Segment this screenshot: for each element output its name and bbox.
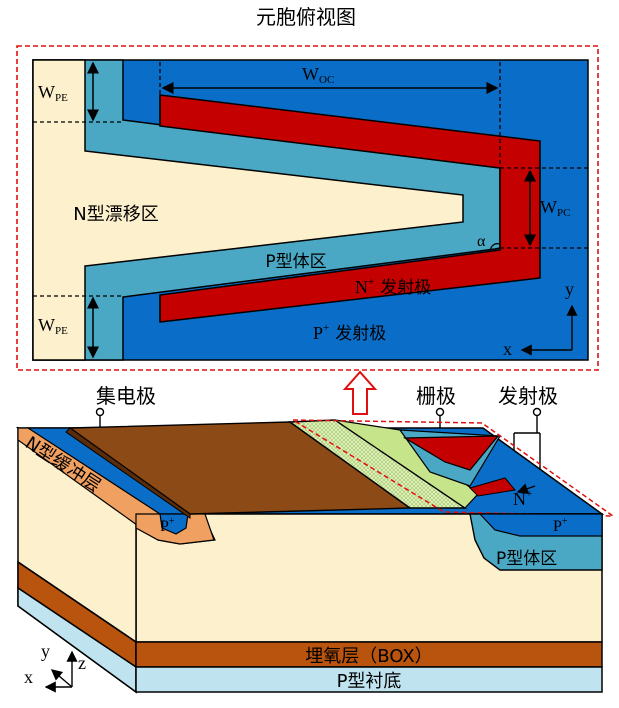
emitter-label: 发射极 (498, 384, 558, 408)
n-drift-label: N型漂移区 (73, 204, 158, 225)
p-body-label: P型体区 (265, 252, 326, 272)
gate-label: 栅极 (416, 384, 456, 408)
emitter-terminal-icon (532, 407, 542, 417)
p-plus-right-label: P+ (553, 516, 568, 535)
top-view-title: 元胞俯视图 (256, 5, 356, 29)
alpha-arc (489, 243, 501, 251)
n-plus-emitter-top (402, 435, 500, 471)
p-plus-left-label: P+ (160, 516, 175, 535)
box-label: 埋氧层（BOX） (305, 646, 432, 667)
p-body-right-label: P型体区 (496, 549, 557, 569)
p-plus-front (478, 513, 603, 537)
w-pe-bottom-label: WPE (38, 315, 68, 337)
axis-x-label: x (24, 667, 33, 687)
n-plus-emitter-front (469, 477, 516, 497)
n-drift-region (32, 59, 464, 361)
top-view-frame (16, 45, 599, 371)
cell-outline (290, 419, 616, 517)
w-pc-label: WPC (540, 197, 570, 219)
view-up-arrow (342, 370, 378, 415)
top-axis-x-label: x (503, 339, 512, 359)
collector-metal-edge (65, 427, 191, 519)
substrate-label: P型衬底 (337, 671, 402, 692)
alpha-label: α (477, 233, 486, 250)
n-plus-emitter-label: N+发射极 (355, 276, 431, 298)
axis-y (50, 669, 73, 688)
n-plus-emitter-region (159, 94, 541, 323)
gate-terminal-icon (435, 407, 445, 417)
collector-label: 集电极 (96, 384, 156, 408)
substrate-layer (135, 666, 603, 693)
collector-terminal-icon (95, 407, 105, 417)
axis-z-label: z (78, 653, 86, 673)
p-plus-emitter-label: P+发射极 (313, 322, 386, 344)
w-pe-top-label: WPE (38, 82, 68, 104)
n-plus-pointer (516, 483, 536, 495)
p-plus-collector-front (159, 513, 189, 535)
w-oc-label: WOC (302, 64, 334, 86)
axis-y-label: y (41, 641, 50, 661)
edge (17, 561, 137, 643)
top-axis-y-label: y (565, 279, 574, 299)
box-layer (135, 641, 603, 668)
